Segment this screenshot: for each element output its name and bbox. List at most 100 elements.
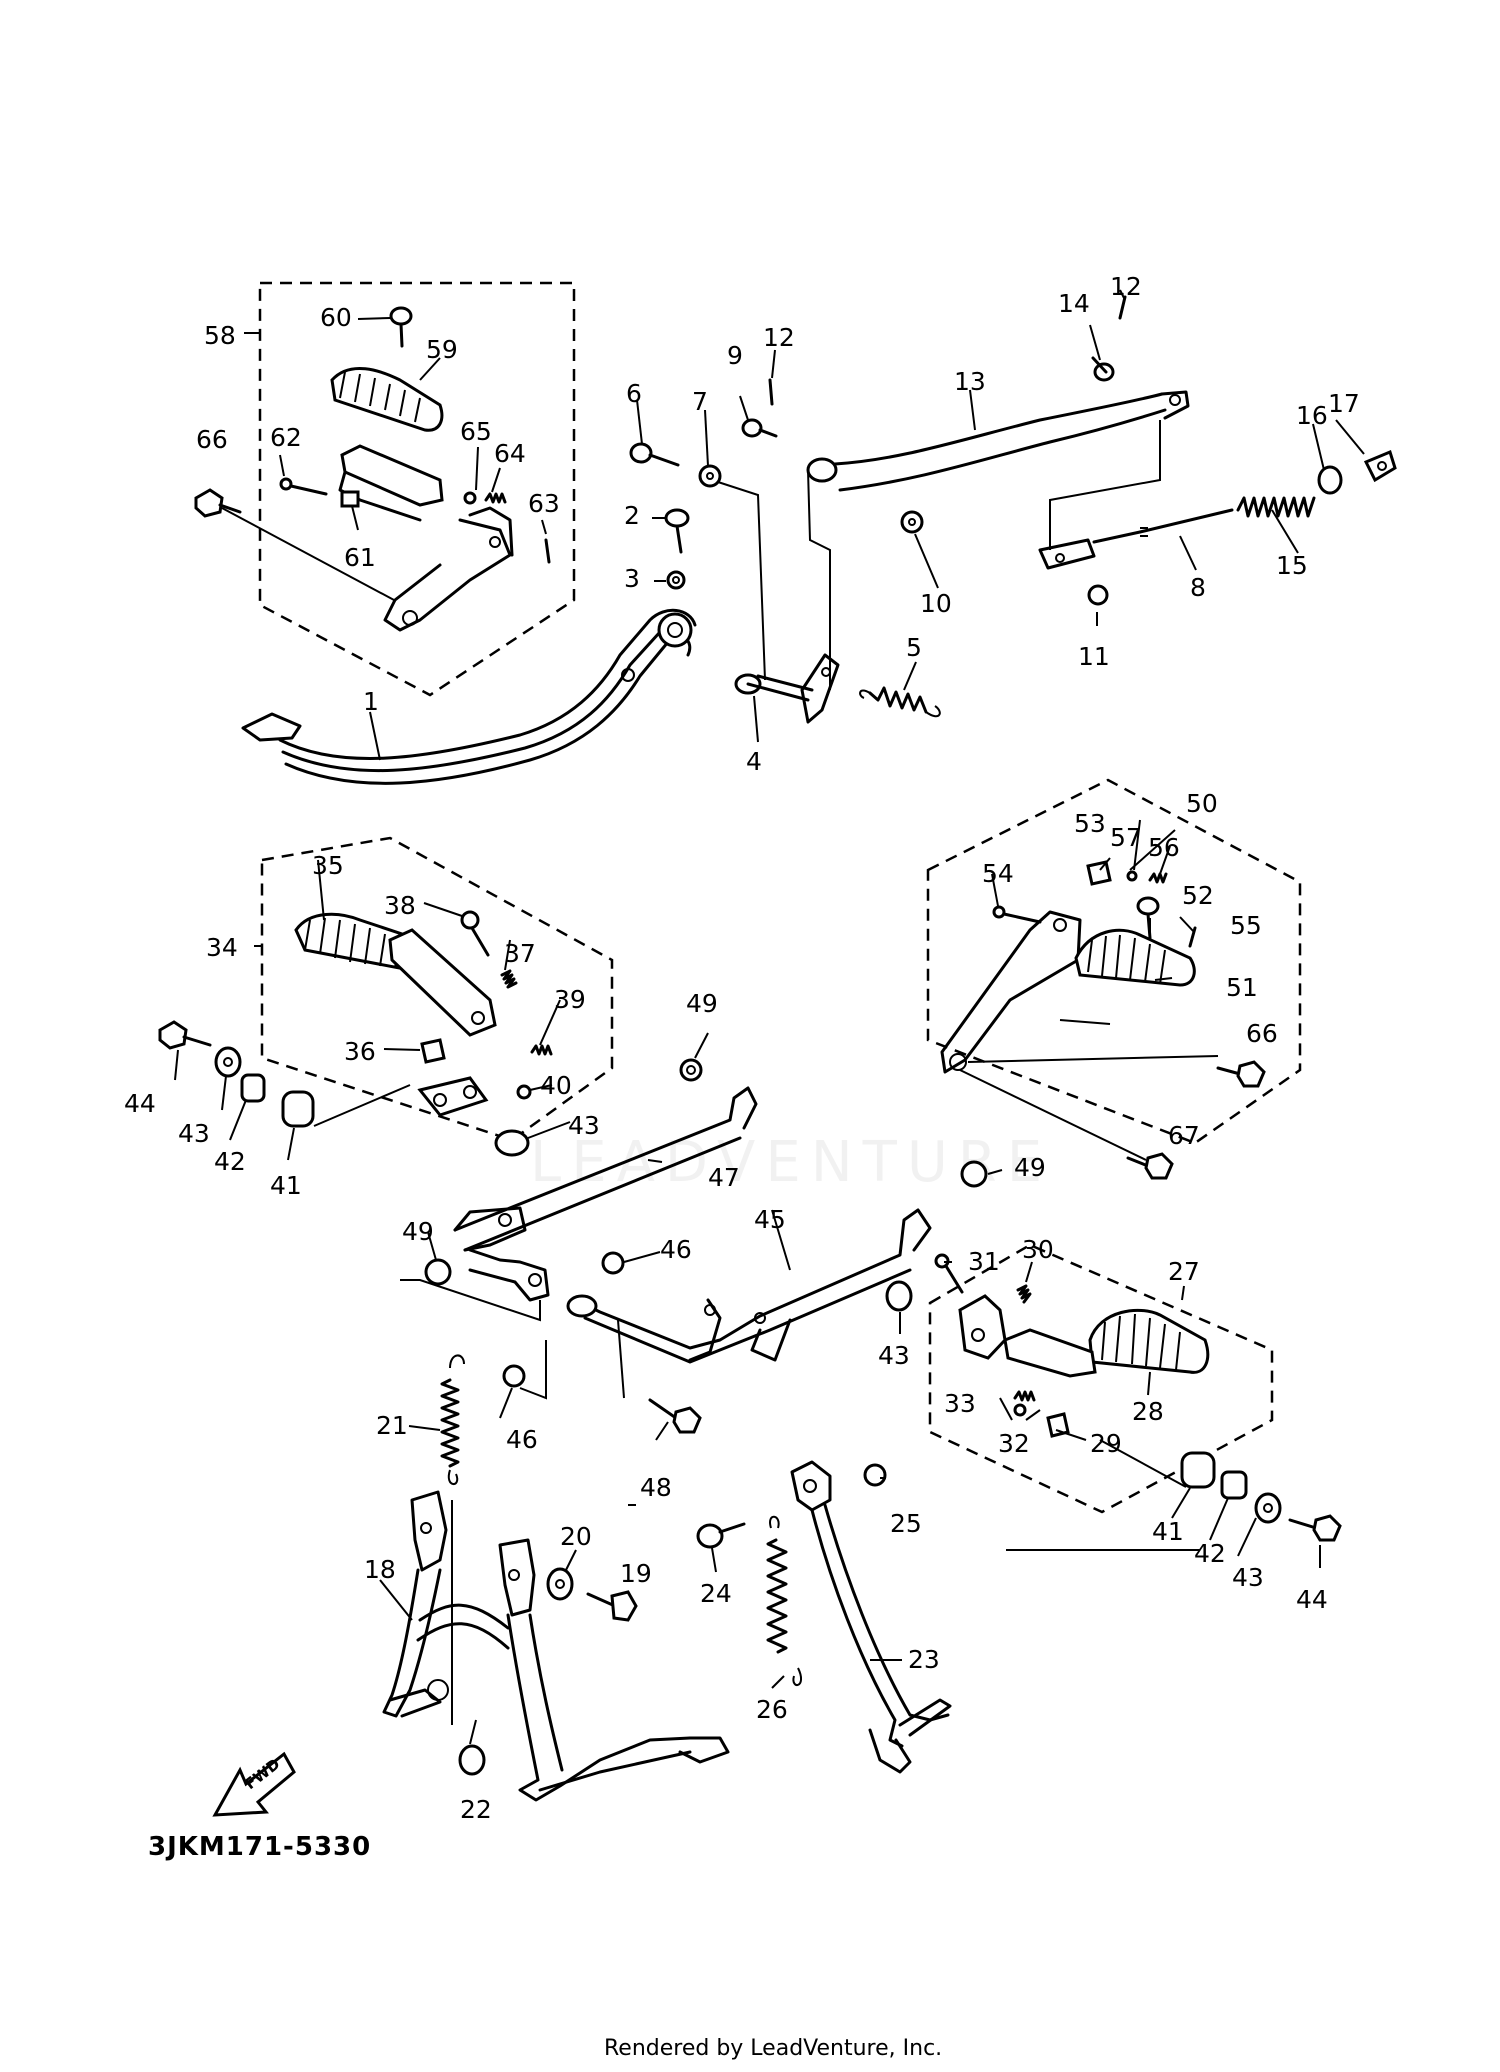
callout-14: 14 [1058,289,1090,318]
render-credit: Rendered by LeadVenture, Inc. [604,2036,943,2061]
callout-60: 60 [320,303,352,332]
bolt-2 [664,508,690,554]
callout-34: 34 [206,933,238,962]
callout-49a: 49 [686,989,718,1018]
brake-rod-8 [1038,508,1234,570]
bolt-6 [629,442,680,467]
washer-43-right-upper [885,1280,913,1312]
pin-12-top [768,378,774,406]
group-box-58 [258,281,576,697]
callout-25: 25 [890,1509,922,1538]
clevis-pin-14 [1091,356,1115,382]
callout-12b: 12 [1110,272,1142,301]
callout-59: 59 [426,335,458,364]
pin-9 [741,418,778,438]
callout-24: 24 [700,1579,732,1608]
callout-31: 31 [968,1247,1000,1276]
washer-20 [546,1567,574,1601]
callout-26: 26 [756,1695,788,1724]
callout-29: 29 [1090,1429,1122,1458]
callout-10: 10 [920,589,952,618]
footrest-bar-47 [453,1086,758,1302]
washer-43-mid [494,1129,530,1157]
callout-7: 7 [692,387,708,416]
spacer-61 [340,490,360,508]
footrest-rubber-28 [1088,1308,1210,1374]
bolt-52 [1136,896,1160,940]
callout-30: 30 [1022,1235,1054,1264]
spring-21 [440,1354,465,1485]
bushing-41-right [1180,1451,1216,1489]
bracket-58 [383,506,514,632]
bolt-66-left [194,488,242,518]
leadventure-watermark: LEADVENTURE [530,1130,1053,1195]
group-box-50 [926,778,1302,1145]
callout-40: 40 [540,1071,572,1100]
bolt-67 [1126,1152,1174,1180]
spring-15 [1236,496,1316,518]
footrest-34 [388,928,497,1037]
nut-3 [666,570,686,590]
bolt-62 [279,477,328,496]
bolt-60 [389,306,413,348]
callout-49b: 49 [1014,1153,1046,1182]
callout-63: 63 [528,489,560,518]
bolt-48 [648,1398,702,1434]
callout-20: 20 [560,1522,592,1551]
brake-shaft-4 [734,653,840,724]
diagram-reference-code: 3JKM171-5330 [148,1832,372,1862]
bolt-24 [696,1522,746,1549]
callout-33: 33 [944,1389,976,1418]
nut-46-mid [601,1251,625,1275]
callout-28: 28 [1132,1397,1164,1426]
callout-65: 65 [460,417,492,446]
callout-21: 21 [376,1411,408,1440]
washer-43-right [1254,1492,1282,1524]
callout-50: 50 [1186,789,1218,818]
callout-11: 11 [1078,642,1110,671]
callout-44a: 44 [124,1089,156,1118]
adjust-nut-16 [1317,465,1343,495]
fwd-arrow-icon: FWD [212,1751,296,1817]
nut-11 [1087,584,1109,606]
callout-2: 2 [624,501,640,530]
callout-16: 16 [1296,401,1328,430]
footrest-rubber-51 [1074,928,1196,987]
bracket-50 [940,910,1082,1074]
callout-46a: 46 [660,1235,692,1264]
ball-40 [516,1084,532,1100]
callout-8: 8 [1190,573,1206,602]
callout-27: 27 [1168,1257,1200,1286]
pin-12-right [1118,295,1127,320]
bolt-54 [992,905,1042,924]
callout-48: 48 [640,1473,672,1502]
callout-66b: 66 [1246,1019,1278,1048]
pin-38 [460,910,490,957]
callout-22: 22 [460,1795,492,1824]
callout-43a: 43 [178,1119,210,1148]
callout-56: 56 [1148,833,1180,862]
callout-6: 6 [626,379,642,408]
callout-66a: 66 [196,425,228,454]
spring-30 [1016,1284,1032,1304]
bolt-66-right [1216,1060,1266,1088]
callout-43d: 43 [1232,1563,1264,1592]
spring-33 [1013,1390,1036,1402]
callout-18: 18 [364,1555,396,1584]
callout-44b: 44 [1296,1585,1328,1614]
nut-46-low [502,1364,526,1388]
nut-49-center [679,1058,703,1082]
spring-26 [766,1515,803,1686]
footrest-link-34 [417,1076,489,1117]
callout-3: 3 [624,564,640,593]
callout-15: 15 [1276,551,1308,580]
callout-45: 45 [754,1205,786,1234]
callout-17: 17 [1328,389,1360,418]
callout-36: 36 [344,1037,376,1066]
callout-51: 51 [1226,973,1258,1002]
leader-lines [174,289,1365,1745]
joint-17 [1363,449,1397,483]
footrest-58 [338,444,444,522]
callout-9: 9 [727,341,743,370]
